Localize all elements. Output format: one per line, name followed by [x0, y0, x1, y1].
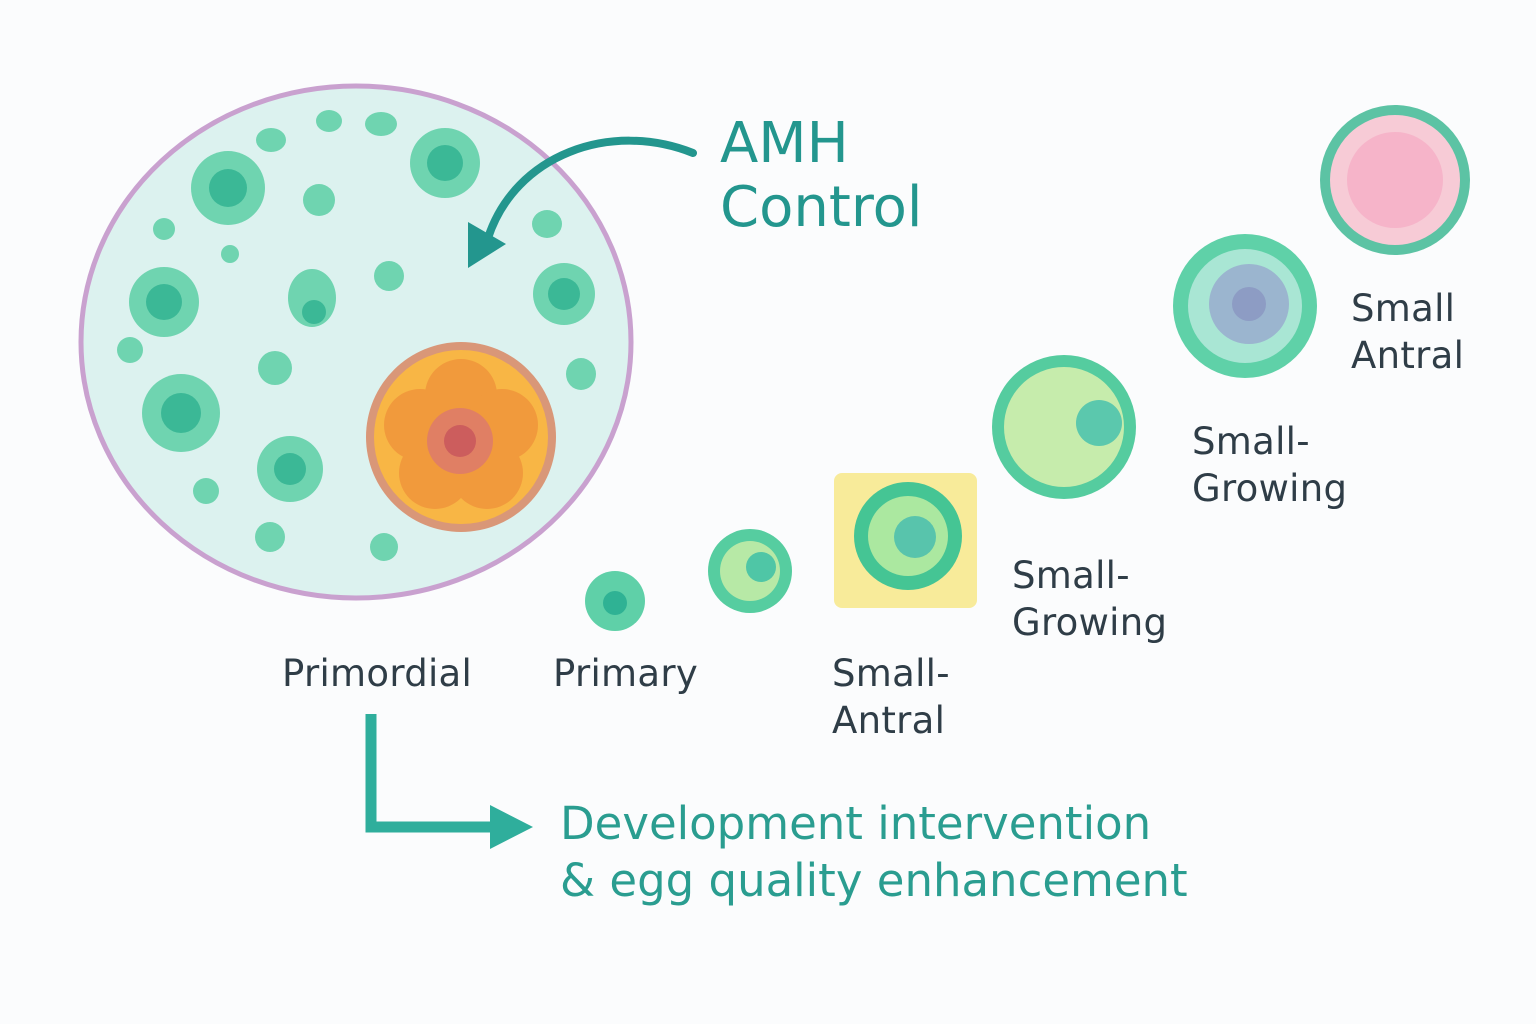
primary-follicle [585, 571, 645, 631]
elbow-arrow-icon [365, 714, 500, 833]
highlighted-small-antral-follicle [834, 473, 977, 608]
dominant-follicle [366, 342, 556, 532]
stage-label-small-antral-2: Small Antral [1351, 287, 1465, 377]
small-follicle [708, 529, 792, 613]
ovary [78, 83, 634, 601]
stage-label-small-growing-1: Small- Growing [1012, 554, 1168, 644]
amh-control-label: AMH Control [720, 111, 923, 240]
stage-label-small-antral: Small- Antral [832, 652, 950, 742]
small-growing-follicle-1 [992, 355, 1136, 499]
primordial-follicle-cluster [129, 128, 595, 502]
small-growing-follicle-2 [1173, 234, 1317, 378]
stage-label-small-growing-2: Small- Growing [1192, 420, 1348, 510]
stage-label-primary: Primary [553, 652, 699, 695]
curved-arrow-icon [484, 136, 697, 242]
elbow-arrow-head [490, 805, 533, 849]
curved-arrow-head [468, 222, 506, 268]
stage-label-primordial: Primordial [282, 652, 473, 695]
small-follicle-dots [117, 110, 596, 561]
development-intervention-label: Development intervention & egg quality e… [560, 797, 1188, 907]
small-antral-follicle [1320, 105, 1470, 255]
